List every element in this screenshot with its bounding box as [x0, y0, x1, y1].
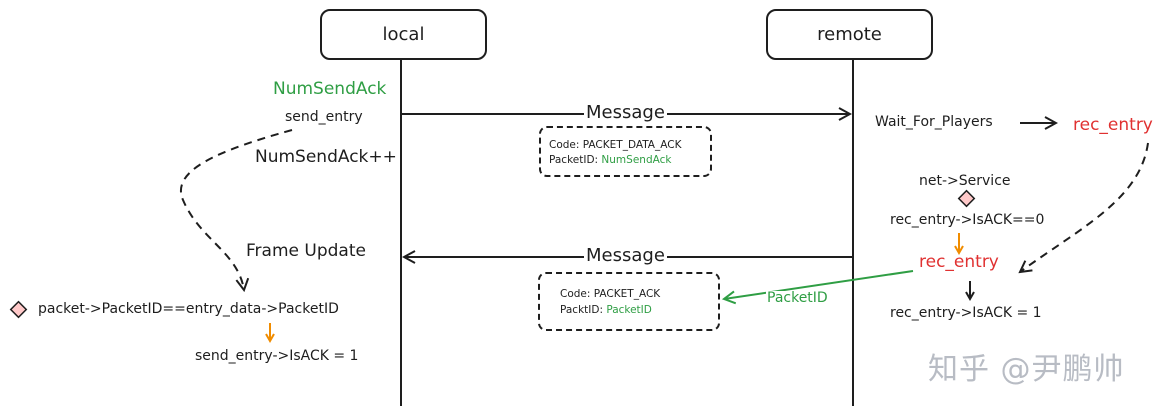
actor-local[interactable]: local — [320, 9, 487, 60]
rec-entry-mid-label: rec_entry — [919, 252, 999, 272]
num-send-ack-label: NumSendAck — [273, 79, 387, 99]
send-entry-label: send_entry — [285, 109, 363, 125]
note-packet-data-ack: Code: PACKET_DATA_ACK PacketID: NumSendA… — [539, 126, 712, 177]
decision-diamond-local — [9, 300, 28, 319]
rec-entry-dashed-arrow — [1020, 142, 1149, 272]
note-top-id-value: NumSendAck — [601, 154, 672, 166]
rec-entry-assign-label: rec_entry->IsACK = 1 — [890, 305, 1042, 321]
packet-id-arrow-label: PacketID — [766, 290, 829, 306]
send-entry-assign-label: send_entry->IsACK = 1 — [195, 348, 359, 364]
note-bottom-code-line: Code: PACKET_ACK — [560, 289, 660, 300]
message-label-top: Message — [584, 102, 667, 123]
note-bottom-id-line: PacktID: PacketID — [560, 305, 652, 316]
decision-diamond-remote — [957, 189, 976, 208]
num-send-ack-increment-label: NumSendAck++ — [255, 147, 397, 167]
note-bottom-code-value: PACKET_ACK — [593, 288, 661, 300]
note-packet-ack: Code: PACKET_ACK PacktID: PacketID — [538, 272, 720, 331]
note-top-code-value: PACKET_DATA_ACK — [582, 139, 682, 151]
message-label-bottom: Message — [584, 245, 667, 266]
local-condition-label: packet->PacketID==entry_data->PacketID — [38, 301, 339, 317]
note-bottom-id-value: PacketID — [606, 304, 652, 316]
actor-remote-label: remote — [817, 24, 882, 45]
watermark: 知乎 @尹鹏帅 — [928, 352, 1125, 387]
note-top-code-label: Code: — [549, 139, 583, 151]
note-top-id-line: PacketID: NumSendAck — [549, 155, 671, 166]
frame-update-label: Frame Update — [246, 241, 366, 261]
packet-id-arrow — [724, 270, 914, 299]
net-service-label: net->Service — [919, 173, 1011, 189]
actor-remote[interactable]: remote — [766, 9, 933, 60]
note-top-code-line: Code: PACKET_DATA_ACK — [549, 140, 681, 151]
note-bottom-id-label: PacktID: — [560, 304, 607, 316]
remote-condition-label: rec_entry->IsACK==0 — [890, 212, 1045, 228]
rec-entry-top-label: rec_entry — [1073, 115, 1153, 135]
send-entry-dashed-arrow — [180, 129, 293, 290]
note-bottom-code-label: Code: — [560, 288, 594, 300]
actor-local-label: local — [382, 24, 425, 45]
note-top-id-label: PacketID: — [549, 154, 602, 166]
wait-for-players-label: Wait_For_Players — [875, 114, 993, 130]
